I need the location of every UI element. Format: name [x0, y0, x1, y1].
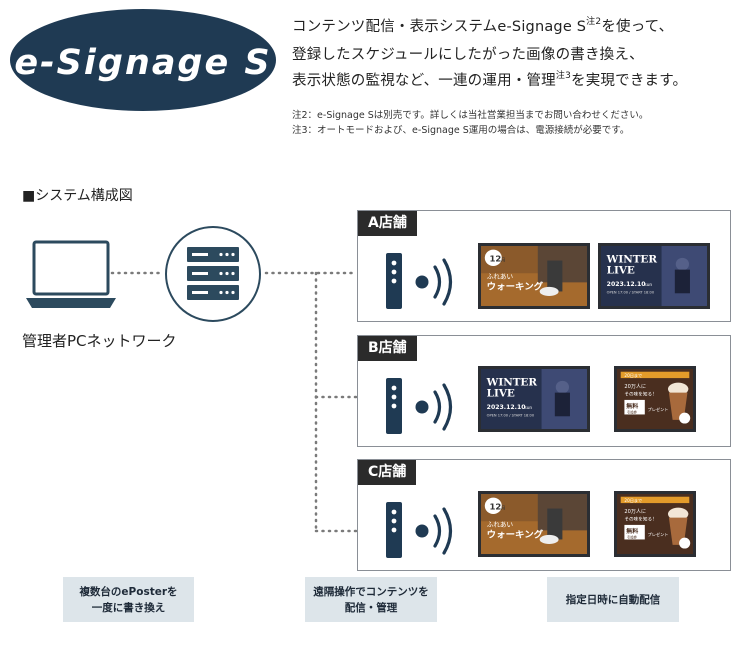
svg-text:OPEN 17:00 / START 18:00: OPEN 17:00 / START 18:00: [607, 290, 654, 294]
svg-text:20万人に: 20万人に: [624, 509, 646, 515]
svg-text:プレゼント: プレゼント: [648, 531, 669, 537]
svg-text:20日まで: 20日まで: [624, 373, 642, 378]
poster-cafe: 20日まで 20万人に その味を知る！ 無料 引換券 プレゼント: [614, 366, 696, 432]
description-line-1: コンテンツ配信・表示システムe-Signage S注2を使って、: [292, 17, 674, 35]
description-line-3: 表示状態の監視など、一連の運用・管理注3を実現できます。: [292, 71, 688, 89]
svg-text:ウォーキング: ウォーキング: [487, 529, 544, 541]
svg-text:その味を知る！: その味を知る！: [624, 390, 656, 397]
admin-pc-label: 管理者PCネットワーク: [22, 332, 177, 350]
poster-walking: 12 月 ふれあい ウォーキング: [478, 491, 590, 557]
signage-transmitter-icon: [386, 378, 453, 434]
signage-transmitter-icon: [386, 253, 453, 309]
svg-text:WINTER: WINTER: [486, 377, 538, 389]
svg-text:12: 12: [490, 254, 502, 264]
description-line-2: 登録したスケジュールにしたがった画像の書き換え、: [292, 47, 644, 63]
svg-text:ふれあい: ふれあい: [487, 521, 513, 529]
svg-text:引換券: 引換券: [627, 410, 638, 415]
laptop-icon: [26, 240, 116, 308]
svg-text:その味を知る！: その味を知る！: [624, 515, 656, 522]
poster-winter-live: WINTER LIVE 2023.12.10 sun OPEN 17:00 / …: [478, 366, 590, 432]
svg-text:プレゼント: プレゼント: [648, 406, 669, 412]
svg-text:sun: sun: [645, 282, 653, 287]
svg-text:12: 12: [490, 502, 502, 512]
poster-walking: 12 月 ふれあい ウォーキング: [478, 243, 590, 309]
section-title: ■システム構成図: [22, 188, 133, 204]
caption-scheduled-delivery: 指定日時に自動配信: [547, 577, 679, 622]
svg-text:LIVE: LIVE: [607, 264, 635, 276]
poster-cafe: 20日まで 20万人に その味を知る！ 無料 引換券 プレゼント: [614, 491, 696, 557]
svg-text:20日まで: 20日まで: [624, 498, 642, 503]
svg-text:LIVE: LIVE: [487, 387, 515, 399]
svg-text:OPEN 17:00 / START 18:00: OPEN 17:00 / START 18:00: [487, 413, 534, 417]
server-icon: [165, 226, 261, 322]
store-b-label: B店舗: [358, 336, 417, 361]
svg-text:引換券: 引換券: [627, 535, 638, 540]
svg-text:WINTER: WINTER: [606, 254, 658, 266]
description: コンテンツ配信・表示システムe-Signage S注2を使って、 登録したスケジ…: [292, 14, 738, 96]
svg-text:2023.12.10: 2023.12.10: [487, 404, 526, 411]
svg-text:sun: sun: [525, 405, 533, 410]
svg-text:20万人に: 20万人に: [624, 384, 646, 390]
caption-bulk-rewrite: 複数台のePosterを 一度に書き換え: [63, 577, 194, 622]
signage-transmitter-icon: [386, 502, 453, 558]
note-2: 注2：e-Signage Sは別売です。詳しくは当社営業担当までお問い合わせくだ…: [292, 110, 649, 121]
caption-remote-management: 遠隔操作でコンテンツを 配信・管理: [305, 577, 437, 622]
poster-winter-live: WINTER LIVE 2023.12.10 sun OPEN 17:00 / …: [598, 243, 710, 309]
note-3: 注3：オートモードおよび、e-Signage S運用の場合は、電源接続が必要です…: [292, 125, 630, 136]
svg-text:月: 月: [501, 258, 506, 264]
svg-text:ウォーキング: ウォーキング: [487, 281, 544, 293]
logo-text: e-Signage S: [14, 43, 271, 83]
store-a-panel: A店舗 12 月 ふれあい ウォーキング WINTER LIVE: [357, 210, 731, 322]
store-c-label: C店舗: [358, 460, 417, 485]
svg-text:月: 月: [501, 506, 506, 512]
svg-text:無料: 無料: [626, 402, 638, 410]
footnotes: 注2：e-Signage Sは別売です。詳しくは当社営業担当までお問い合わせくだ…: [292, 108, 738, 138]
svg-text:2023.12.10: 2023.12.10: [607, 281, 646, 288]
svg-text:無料: 無料: [626, 527, 638, 535]
store-c-panel: C店舗 12 月 ふれあい ウォーキング 20日まで 20万人に その味を知る！: [357, 459, 731, 571]
store-a-label: A店舗: [358, 211, 417, 236]
store-b-panel: B店舗 WINTER LIVE 2023.12.10 sun OPEN 17:0…: [357, 335, 731, 447]
e-signage-s-logo: e-Signage S: [10, 9, 276, 111]
svg-text:ふれあい: ふれあい: [487, 273, 513, 281]
